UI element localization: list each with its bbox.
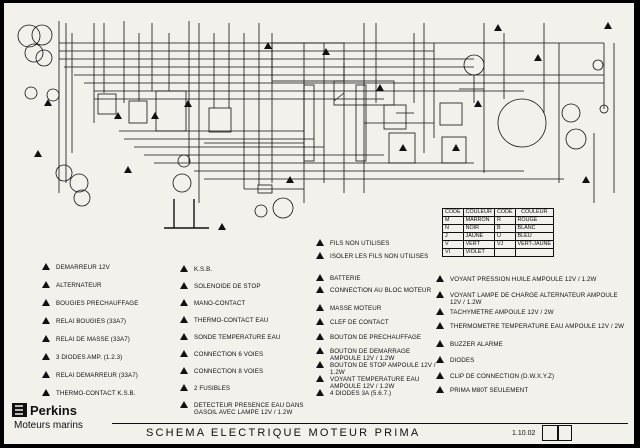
legend-item: THERMOMETRE TEMPERATURE EAU AMPOULE 12V …	[436, 322, 626, 340]
table-cell: BLANC	[514, 224, 554, 233]
table-cell	[493, 248, 516, 257]
perkins-mark-icon	[12, 403, 27, 417]
legend-item: CLIP DE CONNECTION (D.W.X.Y.Z)	[436, 372, 626, 386]
table-row: J JAUNE U BLEU	[442, 232, 554, 241]
table-row: V VERT VJ VERT-JAUNE	[442, 240, 554, 249]
table-header: CODE	[493, 208, 516, 217]
legend-item: RELAI DEMARREUR (33A7)	[42, 371, 138, 389]
legend-item: SOLENOIDE DE STOP	[180, 282, 310, 299]
legend-column-1: DEMARREUR 12V ALTERNATEUR BOUGIES PRECHA…	[42, 263, 138, 407]
legend-item: FILS NON UTILISES	[316, 239, 440, 252]
table-row: N NOIR B BLANC	[442, 224, 554, 233]
legend-item: BOUTON DE PRECHAUFFAGE	[316, 333, 440, 347]
legend-column-2: K.S.B. SOLENOIDE DE STOP MANO-CONTACT TH…	[180, 265, 310, 418]
table-row: VI VIOLET	[442, 248, 554, 257]
table-header: COULEUR	[514, 208, 554, 217]
legend-item: BOUTON DE STOP AMPOULE 12V / 1.2W	[316, 361, 440, 376]
table-cell: U	[493, 232, 516, 241]
table-cell: N	[442, 224, 464, 233]
legend-item: BUZZER ALARME	[436, 340, 626, 356]
diagram-title: SCHEMA ELECTRIQUE MOTEUR PRIMA	[146, 427, 421, 439]
legend-item: K.S.B.	[180, 265, 310, 282]
legend-item: 3 DIODES AMP. (1.2.3)	[42, 353, 138, 371]
legend-item: PRIMA M80T SEULEMENT	[436, 386, 626, 398]
legend-item: RELAI BOUGIES (33A7)	[42, 317, 138, 335]
table-header-row: CODE COULEUR CODE COULEUR	[442, 208, 554, 217]
legend-item: RELAI DE MASSE (33A7)	[42, 335, 138, 353]
table-cell: BLEU	[514, 232, 554, 241]
legend-item: THERMO-CONTACT K.S.B.	[42, 389, 138, 407]
legend-item: SONDE TEMPERATURE EAU	[180, 333, 310, 350]
perkins-logo: Perkins Moteurs marins	[10, 401, 106, 439]
legend-column-3: FILS NON UTILISES ISOLER LES FILS NON UT…	[316, 239, 440, 401]
table-cell: VIOLET	[462, 248, 495, 257]
table-cell: M	[442, 216, 464, 225]
table-cell	[514, 248, 554, 257]
table-row: M MARRON R ROUGE	[442, 216, 554, 225]
legend-item: CLEF DE CONTACT	[316, 318, 440, 333]
revision-box	[542, 425, 558, 441]
legend-item: VOYANT PRESSION HUILE AMPOULE 12V / 1.2W	[436, 275, 626, 291]
table-cell: JAUNE	[462, 232, 495, 241]
legend-item: 4 DIODES 3A (5.6.7.)	[316, 389, 440, 401]
legend-item: 2 FUSIBLES	[180, 384, 310, 401]
legend-item: THERMO-CONTACT EAU	[180, 316, 310, 333]
table-cell: NOIR	[462, 224, 495, 233]
legend-item: DETECTEUR PRESENCE EAU DANS GASOIL AVEC …	[180, 401, 310, 418]
table-cell: V	[442, 240, 464, 249]
legend-item: TACHYMETRE AMPOULE 12V / 2W	[436, 308, 626, 322]
legend-item: BOUTON DE DEMARRAGE AMPOULE 12V / 1.2W	[316, 347, 440, 362]
legend-item: CONNECTION 6 VOIES	[180, 350, 310, 367]
table-cell: VJ	[493, 240, 516, 249]
table-cell: B	[493, 224, 516, 233]
legend-item: MANO-CONTACT	[180, 299, 310, 316]
table-cell: VERT	[462, 240, 495, 249]
table-header: CODE	[442, 208, 464, 217]
table-cell: VI	[442, 248, 464, 257]
logo-subtitle: Moteurs marins	[14, 420, 83, 431]
table-cell: MARRON	[462, 216, 495, 225]
logo-brand: Perkins	[30, 403, 77, 418]
legend-item: BATTERIE	[316, 274, 440, 286]
wiring-diagram	[17, 21, 615, 230]
table-cell: J	[442, 232, 464, 241]
title-block: SCHEMA ELECTRIQUE MOTEUR PRIMA 1.10.02	[112, 423, 628, 442]
legend-item: ISOLER LES FILS NON UTILISES	[316, 252, 440, 274]
table-cell: VERT-JAUNE	[514, 240, 554, 249]
legend-item: DIODES	[436, 356, 626, 372]
diagram-date: 1.10.02	[512, 430, 536, 437]
sheet-box	[558, 425, 572, 441]
table-cell: R	[493, 216, 516, 225]
legend-item: CONNECTION AU BLOC MOTEUR	[316, 286, 440, 304]
legend-item: ALTERNATEUR	[42, 281, 138, 299]
table-header: COULEUR	[462, 208, 495, 217]
table-cell: ROUGE	[514, 216, 554, 225]
legend-item: VOYANT TEMPERATURE EAU AMPOULE 12V / 1.2…	[316, 375, 440, 390]
schematic-sheet: DEMARREUR 12V ALTERNATEUR BOUGIES PRECHA…	[4, 3, 634, 444]
legend-item: BOUGIES PRECHAUFFAGE	[42, 299, 138, 317]
wire-color-table: CODE COULEUR CODE COULEUR M MARRON R ROU…	[442, 208, 554, 257]
legend-item: MASSE MOTEUR	[316, 304, 440, 318]
legend-item: CONNECTION 8 VOIES	[180, 367, 310, 384]
legend-item: DEMARREUR 12V	[42, 263, 138, 281]
legend-item: VOYANT LAMPE DE CHARGE ALTERNATEUR AMPOU…	[436, 291, 626, 308]
legend-column-4: VOYANT PRESSION HUILE AMPOULE 12V / 1.2W…	[436, 275, 626, 398]
